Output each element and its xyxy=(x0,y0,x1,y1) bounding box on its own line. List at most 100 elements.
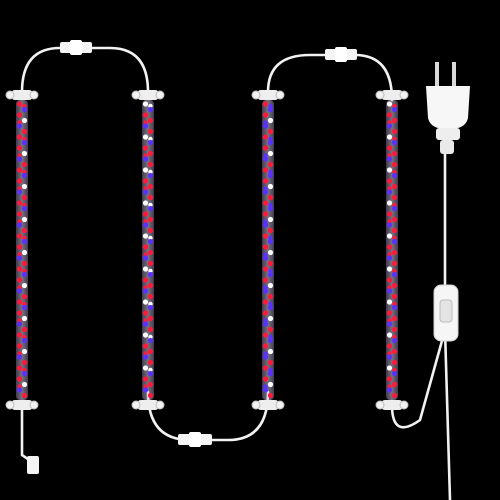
led-dot xyxy=(142,321,149,327)
led-dot xyxy=(262,200,269,206)
strip-tube xyxy=(142,100,154,400)
led-dot xyxy=(262,134,269,140)
led-dot xyxy=(387,120,392,125)
led-dot xyxy=(386,244,393,250)
led-dot xyxy=(21,304,28,311)
led-dot xyxy=(21,238,28,245)
end-cap-icon xyxy=(375,400,409,410)
led-dot xyxy=(21,315,28,322)
led-dot xyxy=(391,238,398,245)
led-dot xyxy=(142,310,149,316)
strip-tube xyxy=(386,100,398,400)
led-dot xyxy=(387,351,392,356)
led-dot xyxy=(21,392,28,399)
led-dot xyxy=(147,359,154,366)
led-dot xyxy=(391,161,398,168)
led-dot xyxy=(267,161,274,168)
cable-strip2-strip3 xyxy=(146,390,270,442)
led-dot xyxy=(386,365,393,371)
led-dot xyxy=(16,156,23,162)
led-dot xyxy=(267,348,274,355)
led-dot xyxy=(22,136,27,142)
led-dot xyxy=(391,227,398,234)
led-dot xyxy=(386,167,393,173)
cable-connector-icon xyxy=(325,47,357,62)
led-dot xyxy=(16,365,23,371)
led-dot xyxy=(147,172,154,179)
led-dot xyxy=(387,219,392,224)
led-dot xyxy=(386,277,393,283)
led-dot xyxy=(147,128,154,135)
led-dot xyxy=(22,103,27,109)
led-dot xyxy=(143,285,148,290)
power-plug-icon xyxy=(426,62,470,154)
led-dot xyxy=(17,120,22,125)
led-dot xyxy=(391,348,398,355)
led-dot xyxy=(21,150,28,157)
led-strip-3 xyxy=(251,90,285,410)
led-dot xyxy=(21,249,28,256)
led-dot xyxy=(386,200,393,206)
led-dot xyxy=(147,194,154,201)
led-dot xyxy=(147,227,154,234)
led-dot xyxy=(142,222,149,228)
led-dot xyxy=(16,222,23,228)
led-dot xyxy=(386,145,393,151)
led-dot xyxy=(386,310,393,316)
led-dot xyxy=(392,103,397,109)
led-dot xyxy=(142,145,149,151)
led-dot xyxy=(386,387,393,393)
led-dot xyxy=(142,332,149,338)
led-dot xyxy=(262,145,269,151)
led-dot xyxy=(268,268,273,274)
led-dot xyxy=(391,370,398,377)
led-dot xyxy=(392,235,397,241)
led-dot xyxy=(391,381,398,388)
led-dot xyxy=(391,128,398,135)
led-dot xyxy=(262,321,269,327)
led-dot xyxy=(142,299,149,305)
led-dot xyxy=(267,359,274,366)
led-dot xyxy=(386,156,393,162)
led-dot xyxy=(142,354,149,360)
led-dot xyxy=(387,384,392,389)
led-dot xyxy=(16,123,23,129)
led-dot xyxy=(263,219,268,224)
led-dot xyxy=(142,343,149,349)
end-cap-icon xyxy=(251,90,285,100)
led-dot xyxy=(142,387,149,393)
led-dot xyxy=(391,260,398,267)
led-dot xyxy=(147,150,154,157)
led-dot xyxy=(262,178,269,184)
led-dot xyxy=(143,252,148,257)
led-dot xyxy=(17,285,22,290)
led-dot xyxy=(16,343,23,349)
led-dot xyxy=(267,370,274,377)
led-dot xyxy=(392,202,397,208)
led-dot xyxy=(268,169,273,175)
led-dot xyxy=(147,117,154,124)
led-dot xyxy=(142,123,149,129)
led-strips xyxy=(5,90,409,410)
led-dot xyxy=(391,150,398,157)
led-dot xyxy=(148,169,153,175)
led-dot xyxy=(21,139,28,146)
led-dot xyxy=(17,384,22,389)
led-dot xyxy=(147,381,154,388)
led-dot xyxy=(262,101,269,107)
end-cap-icon xyxy=(251,400,285,410)
led-dot xyxy=(142,134,149,140)
led-dot xyxy=(267,304,274,311)
cable-strip1-strip2 xyxy=(20,46,150,94)
led-dot xyxy=(268,301,273,307)
led-dot xyxy=(268,334,273,340)
strip-tube xyxy=(262,100,274,400)
led-dot xyxy=(262,343,269,349)
led-dot xyxy=(262,123,269,129)
led-dot xyxy=(21,216,28,223)
led-dot xyxy=(21,282,28,289)
led-dot xyxy=(148,334,153,340)
led-dot xyxy=(21,337,28,344)
